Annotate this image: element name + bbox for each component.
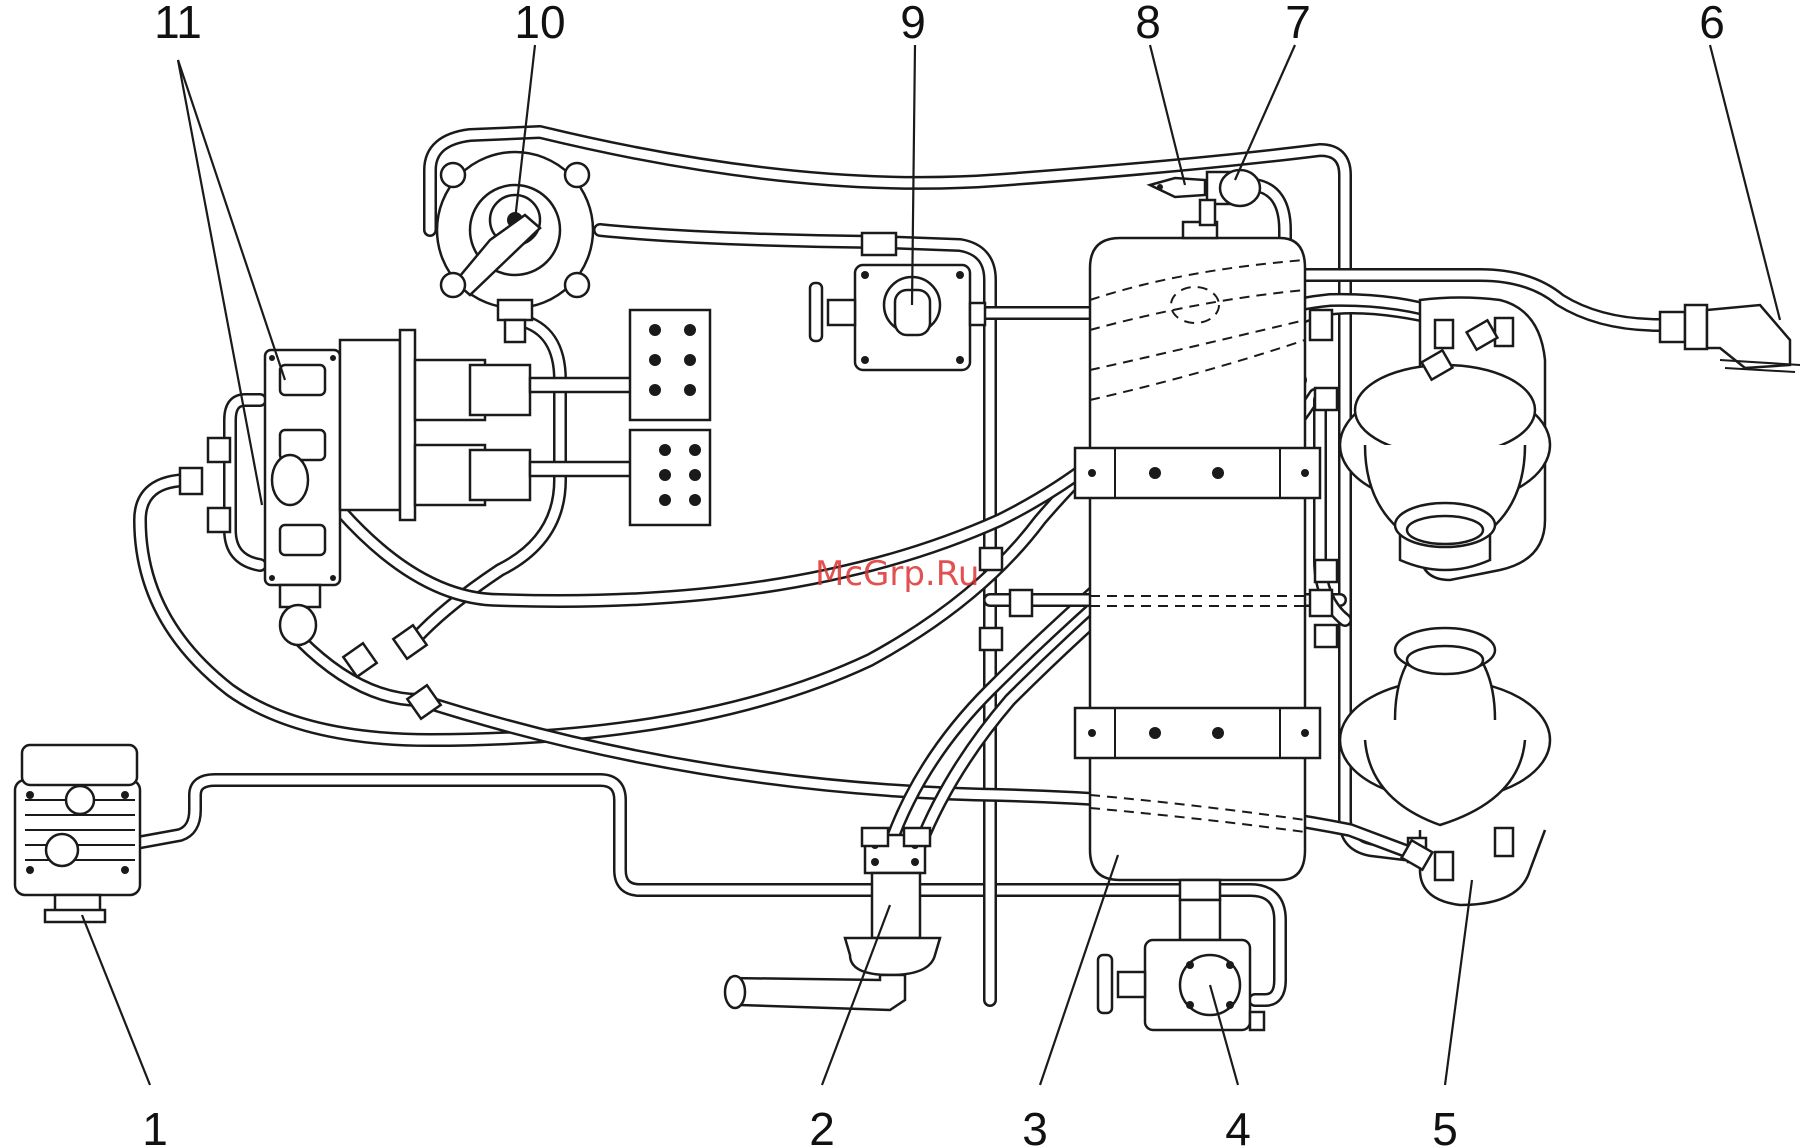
callout-1: 1 [142, 1103, 168, 1148]
callout-3: 3 [1022, 1103, 1048, 1148]
trailer-brake-valve [437, 152, 593, 342]
callout-10: 10 [514, 0, 565, 48]
callout-11: 11 [154, 0, 202, 48]
watermark-text: McGrp.Ru [815, 554, 979, 594]
safety-valve [1150, 178, 1205, 197]
separator-valve [725, 835, 940, 1010]
callout-2: 2 [809, 1103, 835, 1148]
compressor [15, 745, 140, 922]
callout-8: 8 [1135, 0, 1161, 48]
check-valve [1200, 170, 1260, 225]
callout-9: 9 [900, 0, 926, 48]
callout-6: 6 [1699, 0, 1725, 48]
brake-chamber-lower [1340, 628, 1550, 905]
callout-4: 4 [1225, 1103, 1251, 1148]
callout-7: 7 [1285, 0, 1311, 48]
drain-valve [1098, 900, 1264, 1030]
brake-chamber-upper [1340, 298, 1550, 581]
pressure-regulator [810, 233, 985, 370]
callout-5: 5 [1432, 1103, 1458, 1148]
